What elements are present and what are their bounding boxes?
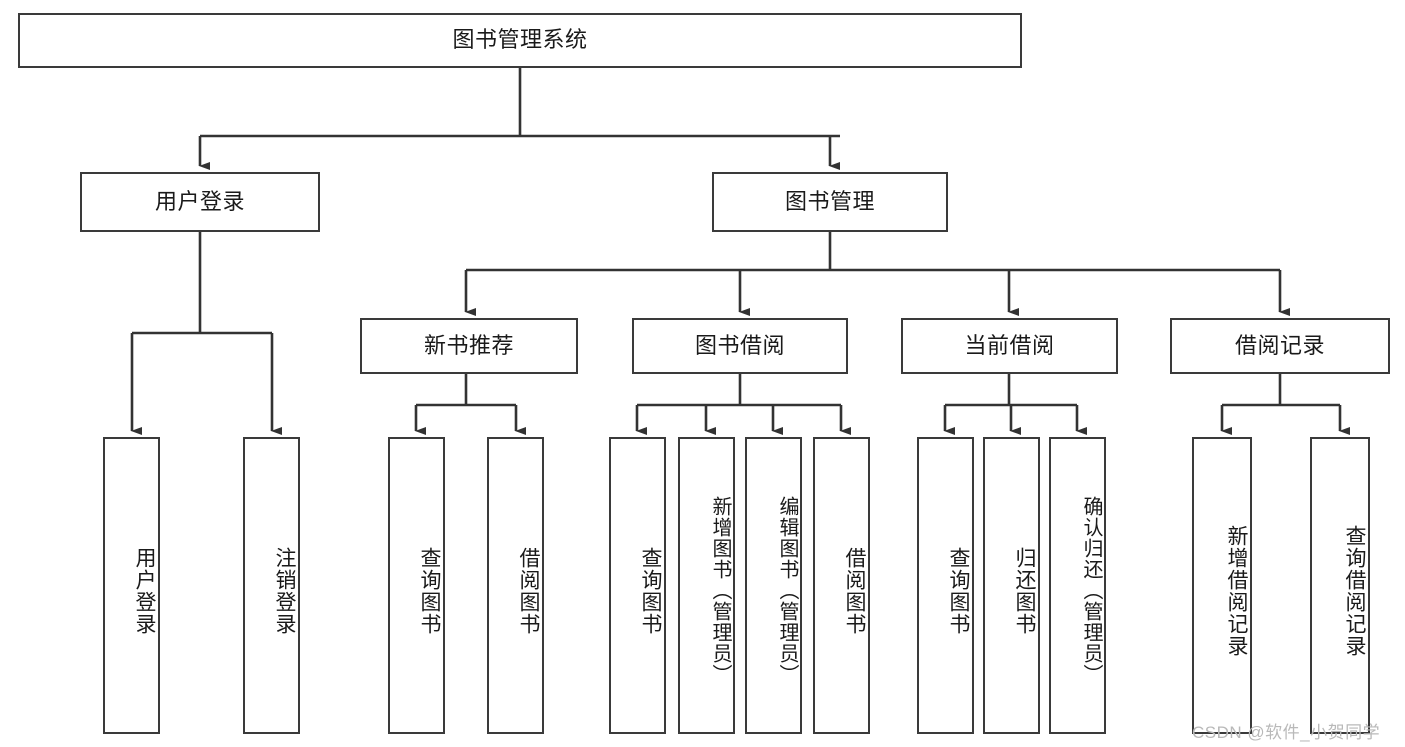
leaf-return-book-label: 归还图书: [1013, 546, 1036, 635]
leaf-user-login[interactable]: 用户登录: [103, 437, 160, 734]
leaf-query-book-borrow-label: 查询图书: [639, 546, 662, 635]
leaf-logout[interactable]: 注销登录: [243, 437, 300, 734]
node-book-borrow[interactable]: 图书借阅: [632, 318, 848, 374]
leaf-add-borrow-record-label: 新增借阅记录: [1225, 524, 1248, 657]
leaf-edit-book-admin-label: 编辑图书（管理员）: [776, 496, 798, 685]
node-book-borrow-label: 图书借阅: [694, 332, 785, 358]
leaf-query-book-recommend-label: 查询图书: [418, 546, 441, 635]
leaf-query-book-current-label: 查询图书: [947, 546, 970, 635]
leaf-borrow-book-label: 借阅图书: [843, 546, 866, 635]
node-new-book-recommend-label: 新书推荐: [423, 332, 514, 358]
node-root-label: 图书管理系统: [452, 27, 588, 53]
node-root[interactable]: 图书管理系统: [18, 13, 1022, 68]
leaf-borrow-book-recommend[interactable]: 借阅图书: [487, 437, 544, 734]
node-borrow-records-label: 借阅记录: [1234, 332, 1325, 358]
node-book-management[interactable]: 图书管理: [712, 172, 948, 232]
leaf-borrow-book[interactable]: 借阅图书: [813, 437, 870, 734]
leaf-confirm-return-admin-label: 确认归还（管理员）: [1080, 496, 1102, 685]
leaf-borrow-book-recommend-label: 借阅图书: [517, 546, 540, 635]
leaf-query-borrow-record[interactable]: 查询借阅记录: [1310, 437, 1370, 734]
leaf-query-borrow-record-label: 查询借阅记录: [1343, 524, 1366, 657]
node-user-login[interactable]: 用户登录: [80, 172, 320, 232]
leaf-confirm-return-admin[interactable]: 确认归还（管理员）: [1049, 437, 1106, 734]
node-current-borrow[interactable]: 当前借阅: [901, 318, 1118, 374]
leaf-edit-book-admin[interactable]: 编辑图书（管理员）: [745, 437, 802, 734]
node-current-borrow-label: 当前借阅: [964, 332, 1055, 358]
leaf-add-book-admin-label: 新增图书（管理员）: [709, 496, 731, 685]
leaf-query-book-borrow[interactable]: 查询图书: [609, 437, 666, 734]
leaf-query-book-current[interactable]: 查询图书: [917, 437, 974, 734]
node-book-management-label: 图书管理: [784, 188, 875, 214]
leaf-query-book-recommend[interactable]: 查询图书: [388, 437, 445, 734]
node-borrow-records[interactable]: 借阅记录: [1170, 318, 1390, 374]
leaf-user-login-label: 用户登录: [133, 546, 156, 635]
leaf-return-book[interactable]: 归还图书: [983, 437, 1040, 734]
node-new-book-recommend[interactable]: 新书推荐: [360, 318, 578, 374]
leaf-add-book-admin[interactable]: 新增图书（管理员）: [678, 437, 735, 734]
leaf-add-borrow-record[interactable]: 新增借阅记录: [1192, 437, 1252, 734]
csdn-watermark: CSDN @软件_小贺同学: [1192, 723, 1381, 742]
leaf-logout-label: 注销登录: [273, 546, 296, 635]
node-user-login-label: 用户登录: [154, 188, 245, 214]
